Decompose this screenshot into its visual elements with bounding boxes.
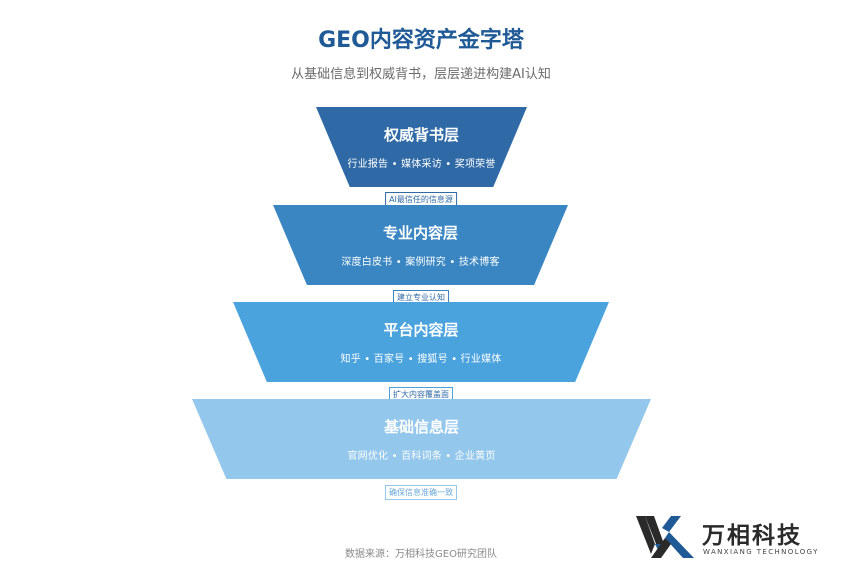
diagram-title: GEO内容资产金字塔 bbox=[318, 28, 524, 53]
layer-items: 官网优化 • 百科词条 • 企业黄页 bbox=[347, 451, 496, 462]
pyramid-layer-professional: 专业内容层 深度白皮书 • 案例研究 • 技术博客 bbox=[273, 205, 568, 285]
layer-name: 专业内容层 bbox=[382, 224, 458, 242]
logo-name: 万相科技 bbox=[702, 523, 802, 549]
logo-english: WANXIANG TECHNOLOGY bbox=[703, 548, 819, 556]
layer-items: 知乎 • 百家号 • 搜狐号 • 行业媒体 bbox=[340, 354, 502, 365]
pyramid-layer-authority: 权威背书层 行业报告 • 媒体采访 • 奖项荣誉 bbox=[316, 107, 527, 187]
data-source-note: 数据来源：万相科技GEO研究团队 bbox=[345, 549, 497, 560]
connector-label: 确保信息准确一致 bbox=[385, 485, 457, 500]
layer-items: 深度白皮书 • 案例研究 • 技术博客 bbox=[341, 257, 500, 268]
layer-name: 基础信息层 bbox=[383, 418, 459, 436]
connector-label: AI最信任的信息源 bbox=[385, 192, 457, 207]
pyramid-layer-foundation: 基础信息层 官网优化 • 百科词条 • 企业黄页 bbox=[192, 399, 651, 479]
layer-name: 平台内容层 bbox=[383, 321, 459, 339]
wx-logo-icon bbox=[636, 516, 694, 558]
layer-name: 权威背书层 bbox=[383, 126, 459, 144]
pyramid-layer-platform: 平台内容层 知乎 • 百家号 • 搜狐号 • 行业媒体 bbox=[233, 302, 609, 382]
layer-items: 行业报告 • 媒体采访 • 奖项荣誉 bbox=[347, 159, 496, 170]
diagram-subtitle: 从基础信息到权威背书，层层递进构建AI认知 bbox=[291, 67, 551, 82]
company-logo: 万相科技 WANXIANG TECHNOLOGY bbox=[636, 514, 826, 562]
